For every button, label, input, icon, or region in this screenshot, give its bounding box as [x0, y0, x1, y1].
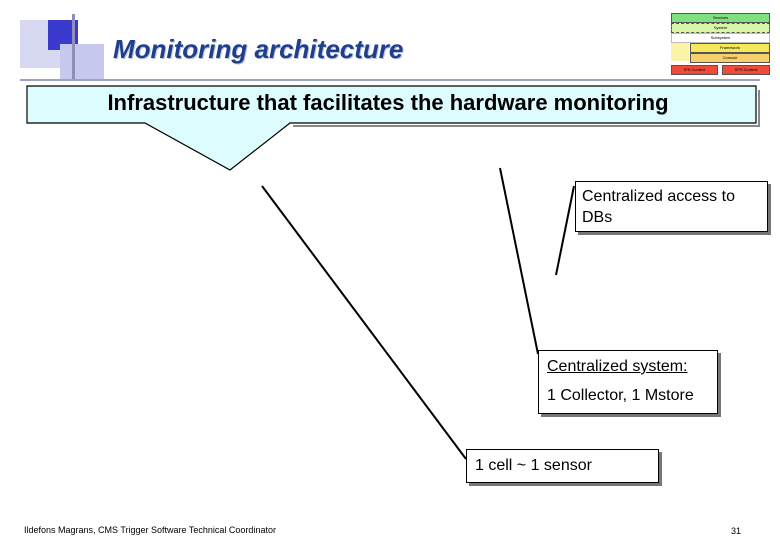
connector-cell	[261, 185, 467, 460]
footer-author: Ildefons Magrans, CMS Trigger Software T…	[24, 525, 276, 535]
callout-shape	[26, 85, 757, 171]
layer-sps-context: SPS Context	[722, 65, 770, 75]
layer-subsystem: Subsystem	[671, 33, 770, 43]
layer-framework: Framework	[690, 43, 770, 53]
connector-db	[555, 185, 575, 276]
title-divider	[20, 79, 760, 81]
centralized-system-title: Centralized system:	[547, 358, 688, 375]
connector-central	[499, 167, 539, 355]
callout-shadow	[293, 90, 760, 127]
decorative-bar-vertical	[72, 14, 75, 80]
slide-title: Monitoring architecture	[113, 34, 404, 64]
cell-sensor-box: 1 cell ~ 1 sensor	[466, 449, 659, 483]
layer-console: Console	[690, 53, 770, 63]
layer-framework-stub	[671, 43, 689, 61]
centralized-system-detail: 1 Collector, 1 Mstore	[547, 387, 694, 404]
centralized-system-box: Centralized system: 1 Collector, 1 Mstor…	[538, 350, 718, 414]
layer-ips-context: IPS Context	[671, 65, 718, 75]
page-number: 31	[731, 526, 742, 536]
layer-services: Services	[671, 13, 770, 23]
db-access-box: Centralized access to DBs	[575, 181, 768, 232]
decorative-square-mid	[60, 44, 104, 80]
layer-system: System	[671, 23, 770, 33]
callout-text: Infrastructure that facilitates the hard…	[107, 90, 669, 115]
